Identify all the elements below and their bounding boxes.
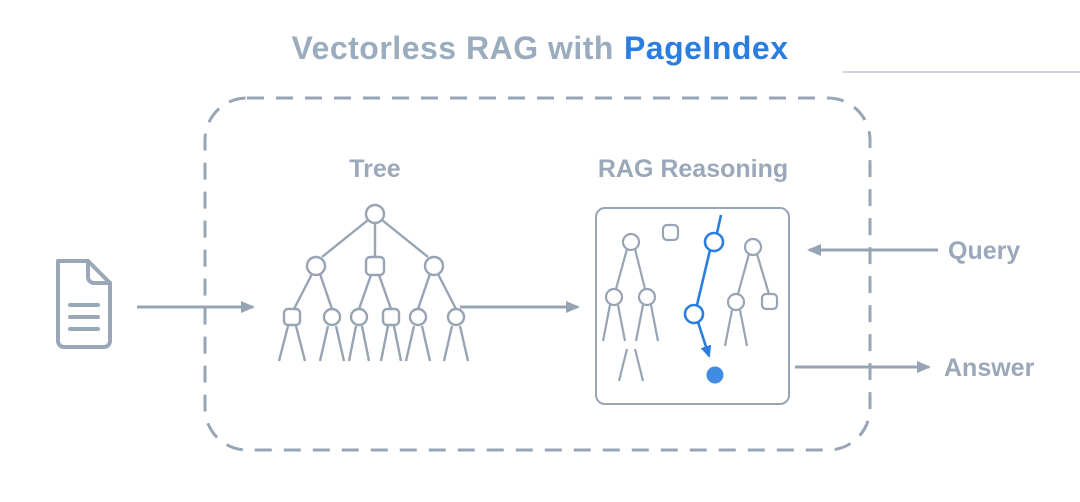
pipeline-dashed-border — [203, 96, 872, 452]
answer-label: Answer — [944, 354, 1035, 382]
answer-node — [706, 366, 724, 384]
tree-diagram — [277, 203, 470, 362]
reasoning-node-2 — [683, 303, 705, 325]
rag-reasoning-box — [595, 207, 790, 405]
rag-gray-tree — [601, 223, 779, 382]
title-prefix: Vectorless RAG with — [291, 30, 614, 66]
query-label: Query — [948, 237, 1021, 265]
reasoning-path — [683, 214, 725, 384]
title-underline — [843, 71, 1080, 73]
document-icon — [56, 259, 112, 349]
arrow-answer-out — [795, 361, 931, 373]
rag-reasoning-tree — [601, 214, 779, 384]
arrow-tree-to-rag — [460, 301, 580, 313]
rag-reasoning-label: RAG Reasoning — [597, 155, 789, 183]
arrow-doc-to-pipeline — [137, 301, 255, 313]
title-brand: PageIndex — [623, 30, 789, 66]
reasoning-node-1 — [703, 231, 725, 253]
arrow-query-in — [807, 244, 938, 256]
tree-label: Tree — [349, 155, 401, 183]
tree-root-node — [364, 203, 386, 225]
